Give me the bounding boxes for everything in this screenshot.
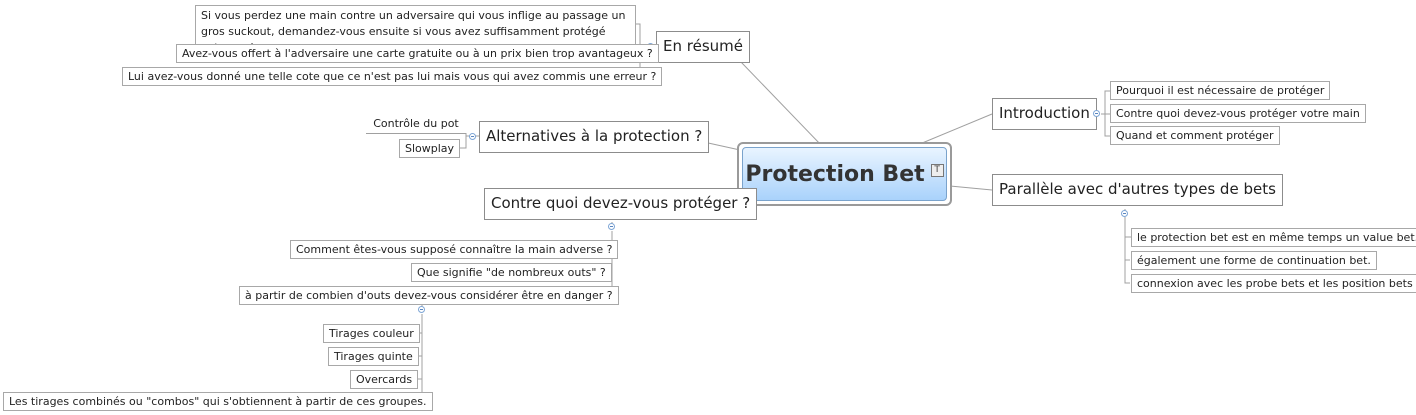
collapse-toggle-parallele[interactable] xyxy=(1121,210,1128,217)
introduction-item-1[interactable]: Pourquoi il est nécessaire de protéger xyxy=(1110,81,1331,100)
topic-contre-quoi[interactable]: Contre quoi devez-vous protéger ? xyxy=(484,188,758,220)
topic-introduction[interactable]: Introduction xyxy=(992,98,1097,130)
collapse-toggle-danger[interactable] xyxy=(418,306,425,313)
text-note-icon[interactable]: T xyxy=(930,163,944,177)
collapse-toggle-contre[interactable] xyxy=(608,223,615,230)
contre-item-1[interactable]: Comment êtes-vous supposé connaître la m… xyxy=(290,240,619,259)
collapse-toggle-introduction[interactable] xyxy=(1093,110,1100,117)
alternatives-item-controle[interactable]: Contrôle du pot xyxy=(366,115,466,134)
contre-item-3[interactable]: à partir de combien d'outs devez-vous co… xyxy=(239,286,619,305)
introduction-item-2[interactable]: Contre quoi devez-vous protéger votre ma… xyxy=(1110,104,1366,123)
parallele-item-1[interactable]: le protection bet est en même temps un v… xyxy=(1131,228,1416,247)
resume-item-2[interactable]: Avez-vous offert à l'adversaire une cart… xyxy=(176,44,659,63)
central-topic[interactable]: Protection Bet T xyxy=(737,142,952,206)
central-topic-inner: Protection Bet T xyxy=(742,147,947,201)
topic-parallele[interactable]: Parallèle avec d'autres types de bets xyxy=(992,174,1283,206)
alternatives-item-slowplay[interactable]: Slowplay xyxy=(399,139,461,158)
link-contre-children xyxy=(606,222,613,297)
central-topic-title: Protection Bet xyxy=(745,161,925,187)
topic-en-resume[interactable]: En résumé xyxy=(656,31,750,63)
parallele-item-2[interactable]: également une forme de continuation bet. xyxy=(1131,251,1377,270)
resume-item-3[interactable]: Lui avez-vous donné une telle cote que c… xyxy=(122,67,663,86)
collapse-toggle-alternatives[interactable] xyxy=(469,133,476,140)
contre-item-2[interactable]: Que signifie "de nombreux outs" ? xyxy=(411,263,612,282)
parallele-item-3[interactable]: connexion avec les probe bets et les pos… xyxy=(1131,274,1416,293)
introduction-item-3[interactable]: Quand et comment protéger xyxy=(1110,126,1280,145)
danger-item-couleur[interactable]: Tirages couleur xyxy=(323,324,420,343)
danger-item-overcards[interactable]: Overcards xyxy=(350,370,419,389)
topic-alternatives[interactable]: Alternatives à la protection ? xyxy=(479,121,710,153)
link-central-resume xyxy=(740,61,823,147)
danger-item-quinte[interactable]: Tirages quinte xyxy=(328,347,419,366)
danger-item-combos[interactable]: Les tirages combinés ou "combos" qui s'o… xyxy=(3,392,433,411)
link-central-parallele xyxy=(949,185,993,191)
